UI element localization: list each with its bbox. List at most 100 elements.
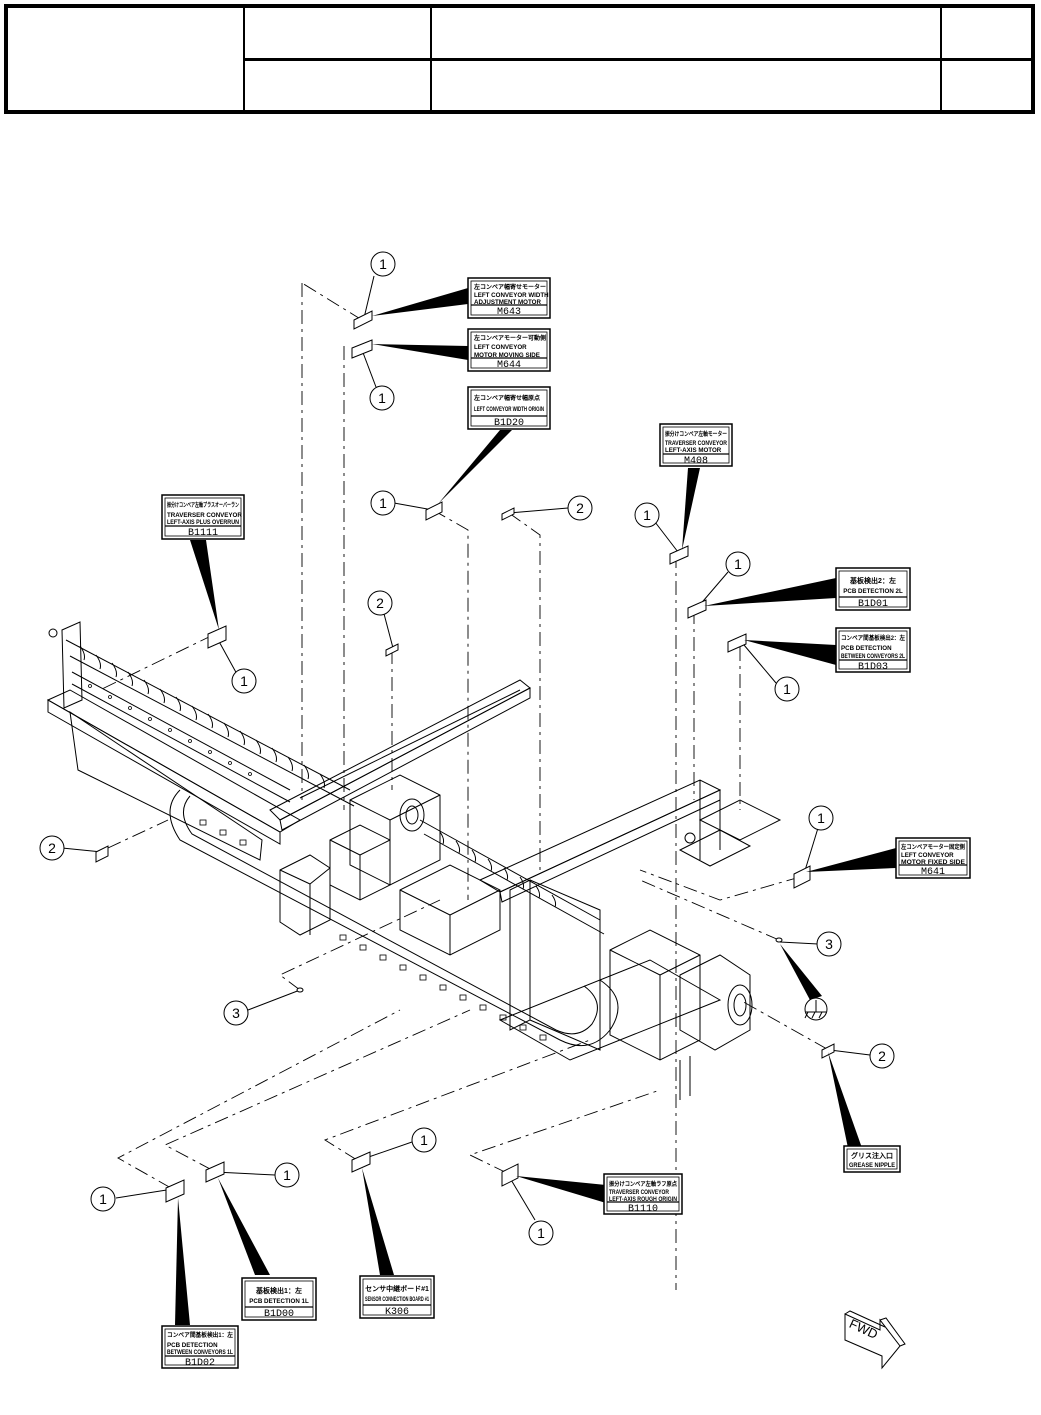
svg-text:1: 1: [420, 1132, 428, 1148]
label-b1111: 振分けコンベア左軸プラスオーバーラン TRAVERSER CONVEYOR LE…: [161, 494, 245, 540]
callout-balloon: 2: [567, 495, 593, 521]
plate-grease: [821, 1043, 835, 1059]
machine-assembly: [46, 621, 782, 1100]
title-cell-r1c2: [432, 8, 942, 61]
svg-text:2: 2: [48, 840, 56, 856]
svg-text:グリス注入口: グリス注入口: [851, 1151, 893, 1160]
svg-text:LEFT-AXIS MOTOR: LEFT-AXIS MOTOR: [665, 447, 722, 454]
callout-balloon: 2: [869, 1043, 895, 1069]
label-b1d02: コンベア間基板検出1：左 PCB DETECTION BETWEEN CONVE…: [161, 1325, 239, 1369]
svg-text:1: 1: [379, 256, 387, 272]
label-b1d00: 基板検出1：左 PCB DETECTION 1L B1D00: [241, 1277, 317, 1321]
svg-text:1: 1: [643, 507, 651, 523]
svg-text:左コンベアモーター固定側: 左コンベアモーター固定側: [900, 843, 965, 851]
svg-text:PCB DETECTION 2L: PCB DETECTION 2L: [843, 588, 903, 595]
title-block: [4, 4, 1035, 114]
svg-text:M644: M644: [497, 360, 521, 371]
svg-text:TRAVERSER CONVEYOR: TRAVERSER CONVEYOR: [609, 1189, 669, 1196]
callout-balloon: 1: [725, 551, 751, 577]
svg-text:LEFT CONVEYOR: LEFT CONVEYOR: [474, 344, 527, 351]
label-b1110: 振分けコンベア左軸ラフ原点 TRAVERSER CONVEYOR LEFT-AX…: [603, 1173, 683, 1215]
callout-balloon: 3: [816, 931, 842, 957]
svg-text:MOTOR FIXED SIDE: MOTOR FIXED SIDE: [901, 859, 965, 866]
callout-balloon: 1: [231, 668, 257, 694]
svg-text:BETWEEN CONVEYORS 2L: BETWEEN CONVEYORS 2L: [841, 653, 905, 660]
svg-text:左コンベア幅寄せ幅原点: 左コンベア幅寄せ幅原点: [473, 394, 540, 402]
right-frame-rail: [478, 779, 722, 903]
ball-screw-left: [65, 639, 355, 807]
svg-text:B1D01: B1D01: [858, 599, 888, 610]
svg-text:BETWEEN CONVEYORS 1L: BETWEEN CONVEYORS 1L: [167, 1349, 233, 1356]
svg-text:コンベア間基板検出1：左: コンベア間基板検出1：左: [167, 1331, 233, 1339]
svg-text:振分けコンベア左軸プラスオーバーラン: 振分けコンベア左軸プラスオーバーラン: [167, 501, 239, 509]
callout-leaders: [61, 275, 871, 1221]
plate-b1d01: [687, 599, 707, 619]
label-m641: 左コンベアモーター固定側 LEFT CONVEYOR MOTOR FIXED S…: [895, 837, 971, 879]
svg-text:GREASE NIPPLE: GREASE NIPPLE: [849, 1162, 895, 1169]
plate-b1111: [207, 625, 227, 649]
svg-text:1: 1: [379, 495, 387, 511]
plate-b1d03: [727, 633, 747, 653]
fwd-direction-arrow: FWD: [844, 1310, 906, 1370]
callout-balloon: 1: [90, 1186, 116, 1212]
title-cell-r1c1: [245, 8, 432, 61]
callout-balloon: 1: [370, 251, 396, 277]
svg-text:TRAVERSER CONVEYOR: TRAVERSER CONVEYOR: [167, 512, 242, 519]
servo-motor-right: [609, 929, 753, 1061]
callout-balloon: 1: [808, 805, 834, 831]
svg-text:M408: M408: [684, 456, 708, 467]
svg-text:M641: M641: [921, 867, 945, 878]
svg-text:1: 1: [783, 681, 791, 697]
svg-text:1: 1: [537, 1225, 545, 1241]
plate-callout2-mid: [385, 643, 399, 657]
svg-text:LEFT CONVEYOR: LEFT CONVEYOR: [901, 852, 954, 859]
callout-balloon: 1: [369, 385, 395, 411]
plate-b1d02: [165, 1179, 185, 1203]
svg-text:SENSOR CONNECTION BOARD #1: SENSOR CONNECTION BOARD #1: [365, 1296, 429, 1303]
plate-m644: [351, 339, 373, 359]
svg-text:左コンベア幅寄せモーター: 左コンベア幅寄せモーター: [473, 283, 546, 291]
title-cell-r1c3: [942, 8, 1031, 61]
svg-text:基板検出2：左: 基板検出2：左: [849, 576, 896, 585]
callout-balloons: 1 1 1 2 1 1 1 1 2 2 1 3 3 2 1 1 1 1: [39, 251, 895, 1246]
label-b1d03: コンベア間基板検出2：左 PCB DETECTION BETWEEN CONVE…: [835, 627, 911, 673]
callout-balloon: 1: [411, 1127, 437, 1153]
plate-m408: [669, 545, 689, 565]
svg-text:PCB DETECTION 1L: PCB DETECTION 1L: [249, 1298, 309, 1305]
svg-text:1: 1: [283, 1167, 291, 1183]
label-b1d20: 左コンベア幅寄せ幅原点 LEFT CONVEYOR WIDTH ORIGIN B…: [467, 386, 551, 430]
callout-balloon: 1: [528, 1220, 554, 1246]
callout-balloon: 1: [634, 502, 660, 528]
svg-text:2: 2: [376, 595, 384, 611]
svg-text:LEFT CONVEYOR WIDTH ORIGIN: LEFT CONVEYOR WIDTH ORIGIN: [474, 406, 544, 413]
linear-rail-left: [71, 671, 291, 803]
svg-text:B1D00: B1D00: [264, 1309, 294, 1320]
svg-text:B1D03: B1D03: [858, 662, 888, 673]
svg-text:1: 1: [240, 673, 248, 689]
svg-text:B1D02: B1D02: [185, 1358, 215, 1369]
title-cell-logo: [8, 8, 245, 110]
svg-text:センサ中継ボード#1: センサ中継ボード#1: [365, 1284, 429, 1293]
callout-balloon: 1: [274, 1162, 300, 1188]
callout-balloon: 2: [367, 590, 393, 616]
svg-text:B1111: B1111: [188, 528, 218, 539]
svg-text:MOTOR MOVING SIDE: MOTOR MOVING SIDE: [474, 352, 540, 359]
plate-m643: [353, 310, 373, 330]
plate-b1d20: [425, 501, 443, 521]
svg-text:2: 2: [878, 1048, 886, 1064]
ground-icon: [804, 997, 828, 1021]
plate-k306: [351, 1151, 371, 1173]
title-cell-r2c1: [245, 61, 432, 110]
label-grease-nipple: グリス注入口 GREASE NIPPLE: [843, 1145, 901, 1173]
svg-text:PCB DETECTION: PCB DETECTION: [167, 1342, 218, 1349]
label-m408: 振分けコンベア左軸モーター TRAVERSER CONVEYOR LEFT-AX…: [659, 423, 733, 467]
lower-base: [498, 959, 722, 1100]
ball-screw-center: [419, 819, 605, 935]
callout-balloon: 1: [774, 676, 800, 702]
sensor-plates: [95, 310, 835, 1203]
svg-text:LEFT-AXIS PLUS OVERRUN: LEFT-AXIS PLUS OVERRUN: [167, 519, 239, 526]
plate-m641: [793, 865, 811, 889]
right-bracket: [678, 799, 782, 867]
leader-lines: [99, 282, 828, 1290]
